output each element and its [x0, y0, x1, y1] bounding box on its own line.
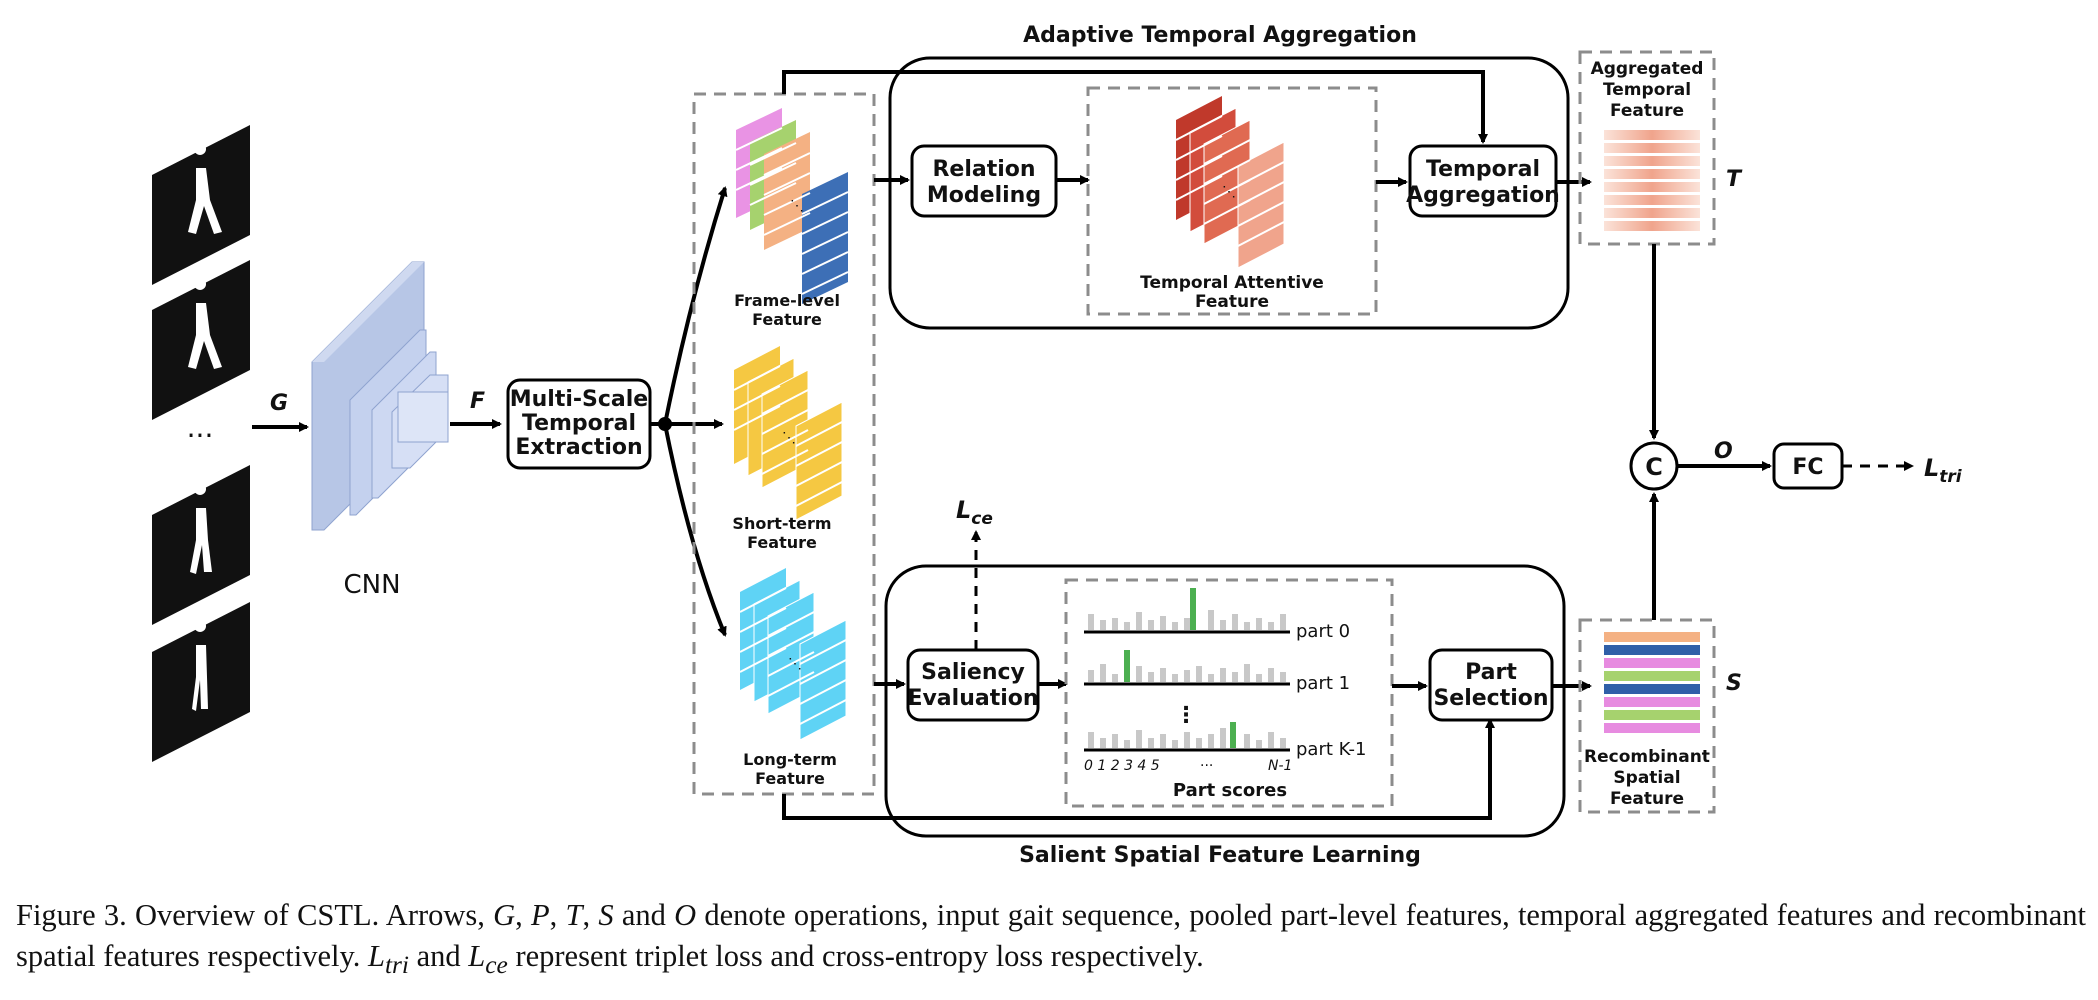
aggregated-temporal-feature-bars: [1604, 130, 1700, 231]
part-axis-dots: ···: [1200, 758, 1213, 774]
caption-text: and: [613, 898, 675, 932]
temporal-attentive-label-1: Temporal Attentive: [1140, 273, 1324, 293]
temporal-attentive-feature-stack: ⋱: [1175, 96, 1285, 269]
part-score-label-0: part 0: [1296, 621, 1350, 642]
long-term-feature-stack: ⋱: [739, 568, 847, 741]
part-scores-title: Part scores: [1173, 780, 1287, 801]
figure-caption: Figure 3. Overview of CSTL. Arrows, G, P…: [16, 895, 2086, 986]
caption-symbol-o: O: [674, 898, 697, 932]
caption-text: denote operations, input gait sequence, …: [16, 898, 2087, 973]
silhouette-frame: [152, 602, 250, 762]
part-score-row-0: [1084, 588, 1290, 634]
frame-level-label-1: Frame-level: [734, 291, 840, 310]
fc-label: FC: [1792, 455, 1823, 480]
part-axis-end: N-1: [1268, 758, 1292, 774]
caption-text: ,: [515, 898, 532, 932]
input-ellipsis: ···: [187, 419, 214, 452]
cstl-diagram: Adaptive Temporal Aggregation Salient Sp…: [152, 23, 1963, 868]
caption-loss-triplet: Ltri: [368, 939, 409, 980]
short-term-label-1: Short-term: [732, 514, 831, 533]
long-term-label-2: Feature: [755, 769, 825, 788]
part-scores-vertical-dots: ⋮: [1175, 703, 1197, 728]
adaptive-temporal-aggregation-module: [888, 56, 1570, 330]
aggregated-temporal-feature-container: [1578, 50, 1716, 246]
frame-level-feature-stack: ⋱: [735, 108, 849, 304]
mste-line1: Multi-Scale: [510, 387, 648, 412]
symbol-f: F: [470, 389, 485, 414]
caption-symbol-g: G: [493, 898, 516, 932]
caption-text: Figure 3. Overview of CSTL. Arrows,: [16, 898, 494, 932]
svg-text:⋱: ⋱: [1222, 183, 1236, 199]
temporal-attentive-feature-container: [1086, 86, 1378, 316]
recomb-label-2: Spatial: [1613, 768, 1680, 788]
temporal-agg-line1: Temporal: [1426, 157, 1540, 182]
short-term-feature-stack: ⋱: [733, 346, 843, 521]
cnn-block: [311, 261, 449, 531]
caption-text: and: [409, 939, 469, 973]
agg-label-2: Temporal: [1603, 80, 1691, 100]
recombinant-spatial-feature-container: [1578, 618, 1716, 814]
part-score-label-k: part K-1: [1296, 739, 1367, 760]
agg-label-1: Aggregated: [1591, 59, 1704, 79]
relation-line1: Relation: [932, 157, 1035, 182]
symbol-g: G: [270, 391, 288, 416]
svg-text:⋱: ⋱: [782, 429, 796, 445]
symbol-s: S: [1726, 671, 1742, 696]
recombinant-spatial-feature-bars: [1604, 632, 1700, 733]
cnn-label: CNN: [343, 570, 400, 600]
agg-label-3: Feature: [1610, 101, 1684, 121]
caption-text: ,: [549, 898, 566, 932]
caption-loss-ce: Lce: [468, 939, 508, 980]
caption-text: represent triplet loss and cross-entropy…: [507, 939, 1204, 973]
symbol-t: T: [1726, 167, 1743, 192]
svg-text:⋱: ⋱: [788, 655, 802, 671]
part-scores-container: [1064, 578, 1394, 808]
symbol-o: O: [1714, 439, 1733, 464]
caption-symbol-t: T: [565, 898, 583, 932]
input-gait-sequence: ···: [152, 125, 250, 762]
part-score-row-1: [1084, 650, 1290, 686]
part-sel-line2: Selection: [1433, 686, 1548, 711]
caption-symbol-s: S: [598, 898, 614, 932]
saliency-line2: Evaluation: [907, 686, 1038, 711]
caption-text: ,: [582, 898, 599, 932]
loss-cross-entropy: Lce: [956, 496, 993, 529]
section-title-spatial: Salient Spatial Feature Learning: [1019, 843, 1421, 868]
silhouette-frame: [152, 465, 250, 625]
relation-line2: Modeling: [927, 183, 1041, 208]
caption-symbol-p: P: [531, 898, 550, 932]
section-title-temporal: Adaptive Temporal Aggregation: [1023, 23, 1417, 48]
silhouette-frame: [152, 260, 250, 420]
symbol-c: C: [1645, 453, 1663, 481]
long-term-label-1: Long-term: [743, 750, 837, 769]
short-term-label-2: Feature: [747, 533, 817, 552]
mste-line3: Extraction: [515, 435, 642, 460]
temporal-agg-line2: Aggregation: [1406, 183, 1560, 208]
svg-text:⋱: ⋱: [790, 197, 804, 213]
mste-line2: Temporal: [522, 411, 636, 436]
saliency-line1: Saliency: [921, 660, 1025, 685]
recomb-label-3: Feature: [1610, 789, 1684, 809]
frame-level-label-2: Feature: [752, 310, 822, 329]
part-score-label-1: part 1: [1296, 673, 1350, 694]
silhouette-frame: [152, 125, 250, 285]
salient-spatial-feature-learning-module: [884, 564, 1566, 838]
part-axis-start: 0 1 2 3 4 5: [1084, 758, 1160, 774]
part-score-row-2: [1084, 722, 1290, 752]
temporal-attentive-label-2: Feature: [1195, 292, 1269, 312]
recomb-label-1: Recombinant: [1584, 747, 1710, 767]
loss-triplet: Ltri: [1924, 454, 1963, 487]
part-sel-line1: Part: [1465, 660, 1517, 685]
